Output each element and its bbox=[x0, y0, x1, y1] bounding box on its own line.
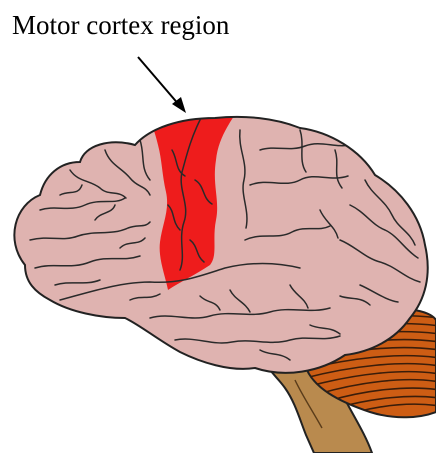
cerebrum bbox=[14, 110, 427, 373]
pointer-arrow bbox=[138, 57, 186, 113]
